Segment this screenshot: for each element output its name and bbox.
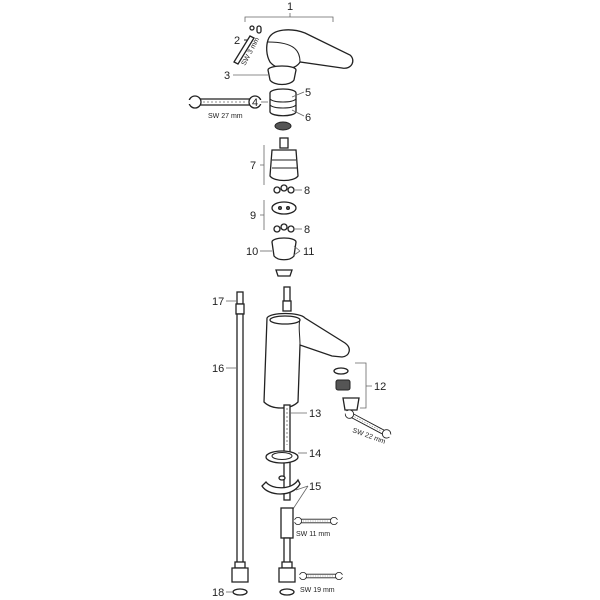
nut-small-part xyxy=(274,121,292,131)
cover-ring-part xyxy=(267,65,297,86)
cartridge-part xyxy=(269,137,299,182)
part-label-18: 18 xyxy=(212,587,224,599)
fixing-nut-part xyxy=(278,507,296,583)
wrench-sw19-icon xyxy=(298,572,344,580)
wrench-sw11-icon xyxy=(293,517,339,525)
tool-size-sw19: SW 19 mm xyxy=(300,587,335,594)
o-rings-lower-part xyxy=(273,223,295,233)
part-label-2: 2 xyxy=(234,35,240,47)
part-label-9: 9 xyxy=(250,210,256,222)
part-label-4: 4 xyxy=(252,97,258,109)
o-rings-part xyxy=(273,184,295,194)
tool-size-sw11: SW 11 mm xyxy=(296,531,330,538)
disc-part xyxy=(271,201,297,215)
mounting-plate-part xyxy=(261,475,301,495)
part-label-16: 16 xyxy=(212,363,224,375)
part-label-7: 7 xyxy=(250,160,256,172)
part-label-5: 5 xyxy=(305,87,311,99)
hex-key-part: 2 SW 3 mm xyxy=(233,25,262,67)
part-label-8-lower: 8 xyxy=(304,224,310,236)
wrench-sw27-icon xyxy=(187,95,263,109)
valve-body-part xyxy=(271,237,297,261)
part-label-17: 17 xyxy=(212,296,224,308)
seal-ring-part xyxy=(232,588,248,596)
part-label-12: 12 xyxy=(374,381,386,393)
faucet-body-part xyxy=(263,286,350,409)
part-label-14: 14 xyxy=(309,448,321,460)
adapter-small-part xyxy=(275,269,293,277)
part-label-3: 3 xyxy=(224,70,230,82)
part-label-13: 13 xyxy=(309,408,321,420)
label-1-group: 1 xyxy=(244,1,334,22)
part-label-11: 11 xyxy=(303,246,314,258)
part-label-1: 1 xyxy=(287,1,293,13)
part-label-8: 8 xyxy=(304,185,310,197)
threaded-nut-part xyxy=(269,88,297,117)
base-ring-part xyxy=(265,450,299,464)
tool-size-sw27: SW 27 mm xyxy=(208,113,243,120)
lever-handle-part xyxy=(266,29,354,70)
part-label-15: 15 xyxy=(309,481,321,493)
aerator-part xyxy=(333,367,360,411)
part-label-10: 10 xyxy=(246,246,258,258)
seal-ring-right-part xyxy=(279,588,295,596)
flexible-hose-part xyxy=(231,291,249,583)
part-label-6: 6 xyxy=(305,112,311,124)
